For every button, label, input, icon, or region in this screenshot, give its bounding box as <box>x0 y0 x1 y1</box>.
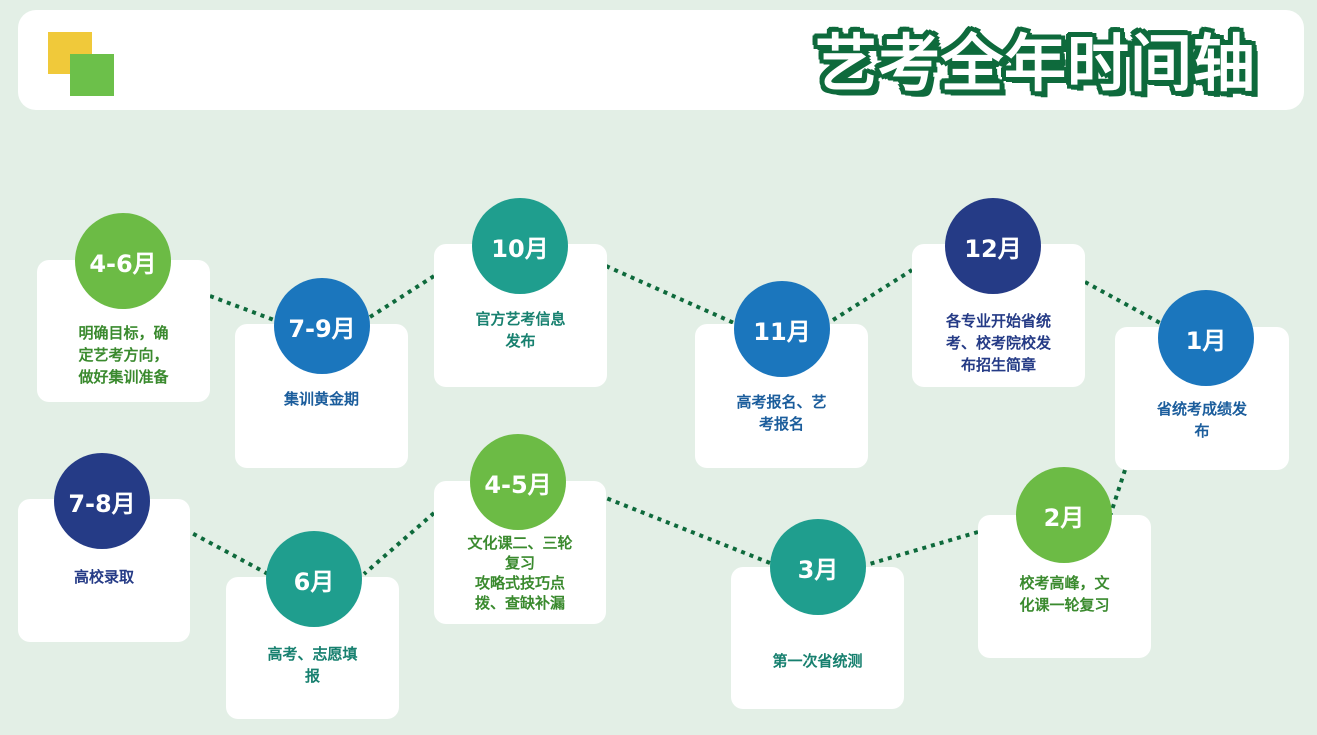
page-title: 艺考全年时间轴 <box>814 27 1256 100</box>
event-text: 明确目标，确 定艺考方向， 做好集训准备 <box>78 324 169 386</box>
month-badge: 4-5月 <box>470 434 566 530</box>
connector-line <box>209 294 275 322</box>
timeline-card: 各专业开始省统 考、校考院校发 布招生简章 <box>912 244 1085 387</box>
connector-line <box>865 530 979 567</box>
month-badge: 4-6月 <box>75 213 171 309</box>
connector-line <box>189 530 269 576</box>
event-text: 高校录取 <box>73 568 134 586</box>
event-text: 文化课二、三轮 复习 攻略式技巧点 拨、查缺补漏 <box>467 534 573 612</box>
connector-line <box>605 264 735 325</box>
event-text: 校考高峰，文 化课一轮复习 <box>1019 574 1110 614</box>
timeline-card: 明确目标，确 定艺考方向， 做好集训准备 <box>37 260 210 402</box>
month-badge: 3月 <box>770 519 866 615</box>
month-badge: 10月 <box>472 198 568 294</box>
event-text: 第一次省统测 <box>772 652 863 670</box>
connector-line <box>368 274 436 319</box>
month-badge: 12月 <box>945 198 1041 294</box>
connector-line <box>362 511 436 576</box>
month-badge: 2月 <box>1016 467 1112 563</box>
logo-square-green <box>70 54 114 96</box>
month-badge: 7-9月 <box>274 278 370 374</box>
month-badge: 1月 <box>1158 290 1254 386</box>
event-text: 各专业开始省统 考、校考院校发 布招生简章 <box>945 312 1051 374</box>
event-text: 高考报名、艺 考报名 <box>736 393 827 433</box>
month-badge: 7-8月 <box>54 453 150 549</box>
connector-line <box>605 496 771 565</box>
timeline-card: 文化课二、三轮 复习 攻略式技巧点 拨、查缺补漏 <box>434 481 606 624</box>
event-text: 集训黄金期 <box>283 390 359 408</box>
connector-line <box>1108 469 1127 517</box>
connector-line <box>831 268 914 322</box>
event-text: 高考、志愿填 报 <box>267 645 358 685</box>
event-text: 省统考成绩发 布 <box>1156 400 1247 440</box>
month-badge: 6月 <box>266 531 362 627</box>
header-banner: 艺考全年时间轴 <box>18 10 1304 110</box>
event-text: 官方艺考信息 发布 <box>475 310 566 350</box>
month-badge: 11月 <box>734 281 830 377</box>
connector-line <box>1084 280 1163 326</box>
